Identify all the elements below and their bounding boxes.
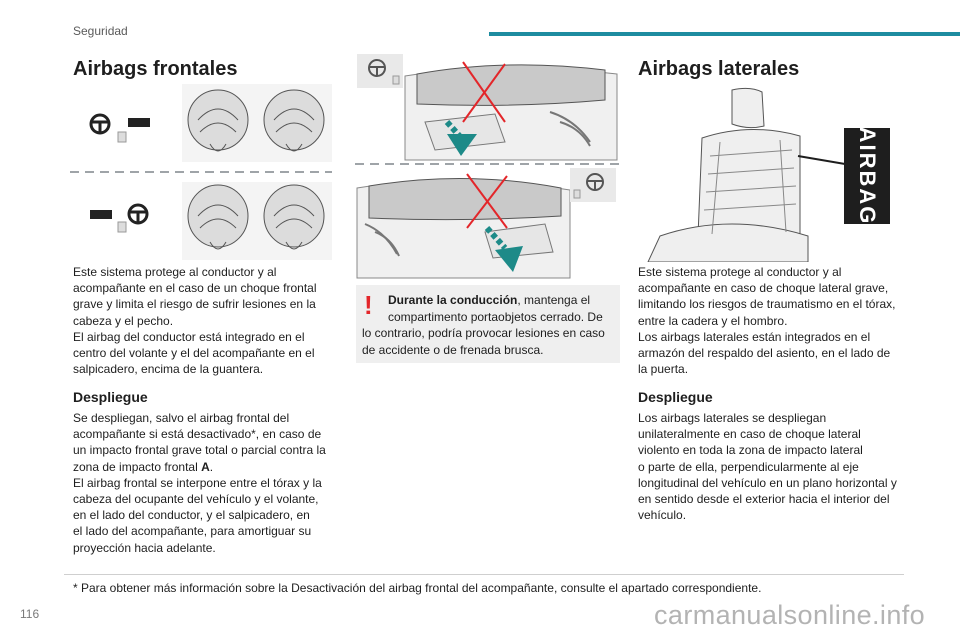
steering-wheel-icon bbox=[127, 203, 149, 225]
warning-first-line: Durante la conducción, mantenga el bbox=[362, 292, 616, 309]
text-line: centro del volante y el del acompañante … bbox=[73, 346, 315, 361]
warning-text: Durante la conducción, mantenga el compa… bbox=[362, 292, 616, 358]
text-line: salpicadero, encima de la guantera. bbox=[73, 362, 264, 377]
text-line: El airbag frontal se interpone entre el … bbox=[73, 475, 322, 490]
zone-label: zona de impacto frontal bbox=[73, 459, 202, 474]
text-line: Este sistema protege al conductor y al bbox=[638, 265, 842, 279]
text-line: compartimento portaobjetos cerrado. De bbox=[388, 309, 603, 324]
text-line: acompañante en el caso de un choque fron… bbox=[73, 281, 317, 296]
text-line: o parte de ella, perpendicularmente al e… bbox=[638, 459, 859, 474]
side-deploy-subtitle: Despliegue bbox=[638, 389, 713, 405]
warning-box bbox=[356, 285, 620, 363]
text-line: en el lado del conductor, y el salpicade… bbox=[73, 508, 310, 523]
warning-rest: , mantenga el bbox=[517, 293, 591, 307]
text-line: Los airbags laterales se despliegan bbox=[638, 411, 827, 425]
text-line: Los airbags laterales están integrados e… bbox=[638, 329, 871, 344]
text-line: cabeza del ocupante del vehículo y el vo… bbox=[73, 492, 319, 507]
steering-wheel-icon bbox=[89, 113, 111, 135]
text-line: zona de impacto frontal A. bbox=[73, 459, 345, 475]
frontal-intro: Este sistema protege al conductor y al a… bbox=[73, 264, 343, 377]
text-line: Se despliegan, salvo el airbag frontal d… bbox=[73, 411, 290, 425]
side-intro: Este sistema protege al conductor y al a… bbox=[638, 264, 908, 377]
airbag-indicator-icon bbox=[90, 210, 127, 233]
text-line: acompañante si está desactivado*, en cas… bbox=[73, 427, 322, 442]
airbag-indicator-icon bbox=[117, 118, 150, 143]
text-line: longitudinal del vehículo en un plano ho… bbox=[638, 475, 897, 490]
text-line: violento en toda la zona de impacto late… bbox=[638, 443, 863, 458]
glovebox-figure bbox=[355, 52, 620, 280]
text-line: cabeza y el pecho. bbox=[73, 313, 174, 328]
page-number: 116 bbox=[20, 607, 40, 621]
cross-mark-icon bbox=[466, 173, 508, 229]
text-line: proyección hacia adelante. bbox=[73, 540, 216, 555]
down-arrow-icon bbox=[444, 119, 477, 156]
footnote: * Para obtener más información sobre la … bbox=[73, 581, 762, 595]
text-line: unilateralmente en caso de choque latera… bbox=[638, 427, 861, 442]
text-line: El airbag del conductor está integrado e… bbox=[73, 329, 305, 344]
text-line: lo contrario, podría provocar lesiones e… bbox=[362, 326, 605, 340]
text-line: en sentido desde el exterior hacia el in… bbox=[638, 492, 890, 507]
zone-period: . bbox=[209, 459, 214, 474]
airbag-label: AIRBAG bbox=[855, 126, 880, 226]
text-line: entre la cadera y el hombro. bbox=[638, 313, 788, 328]
frontal-deploy-text: Se despliegan, salvo el airbag frontal d… bbox=[73, 410, 345, 556]
text-line: Este sistema protege al conductor y al bbox=[73, 265, 277, 279]
down-arrow-icon bbox=[484, 225, 523, 272]
text-line: grave y limita el riesgo de sufrir lesio… bbox=[73, 297, 316, 312]
zone-letter: A bbox=[201, 459, 210, 474]
airbag-label-tag: AIRBAG bbox=[844, 126, 890, 226]
text-line: el lado del acompañante, para amortiguar… bbox=[73, 524, 312, 539]
side-airbags-title: Airbags laterales bbox=[638, 58, 800, 80]
side-deploy-text: Los airbags laterales se despliegan unil… bbox=[638, 410, 910, 523]
header-accent-bar bbox=[489, 32, 960, 36]
warning-bold: Durante la conducción bbox=[388, 293, 518, 307]
frontal-airbag-figure bbox=[70, 84, 332, 260]
text-line: acompañante en caso de choque lateral gr… bbox=[638, 281, 889, 296]
frontal-airbags-title: Airbags frontales bbox=[73, 58, 238, 80]
steering-wheel-icon bbox=[570, 168, 616, 202]
text-line: limitando los riesgos de traumatismo en … bbox=[638, 297, 896, 312]
text-line: armazón del respaldo del asiento, en el … bbox=[638, 346, 891, 361]
frontal-deploy-subtitle: Despliegue bbox=[73, 389, 148, 405]
footnote-divider bbox=[64, 574, 904, 575]
text-line: de accidente o de frenada brusca. bbox=[362, 342, 544, 357]
steering-wheel-icon bbox=[357, 54, 403, 88]
section-label: Seguridad bbox=[73, 24, 128, 38]
cross-mark-icon bbox=[462, 61, 506, 123]
text-line: la puerta. bbox=[638, 362, 689, 377]
watermark: carmanualsonline.info bbox=[654, 600, 926, 630]
text-line: vehículo. bbox=[638, 508, 687, 523]
warning-exclamation-icon: ! bbox=[364, 290, 373, 320]
side-airbag-figure: AIRBAG bbox=[640, 86, 900, 263]
text-line: un impacto frontal grave total o parcial… bbox=[73, 443, 326, 458]
